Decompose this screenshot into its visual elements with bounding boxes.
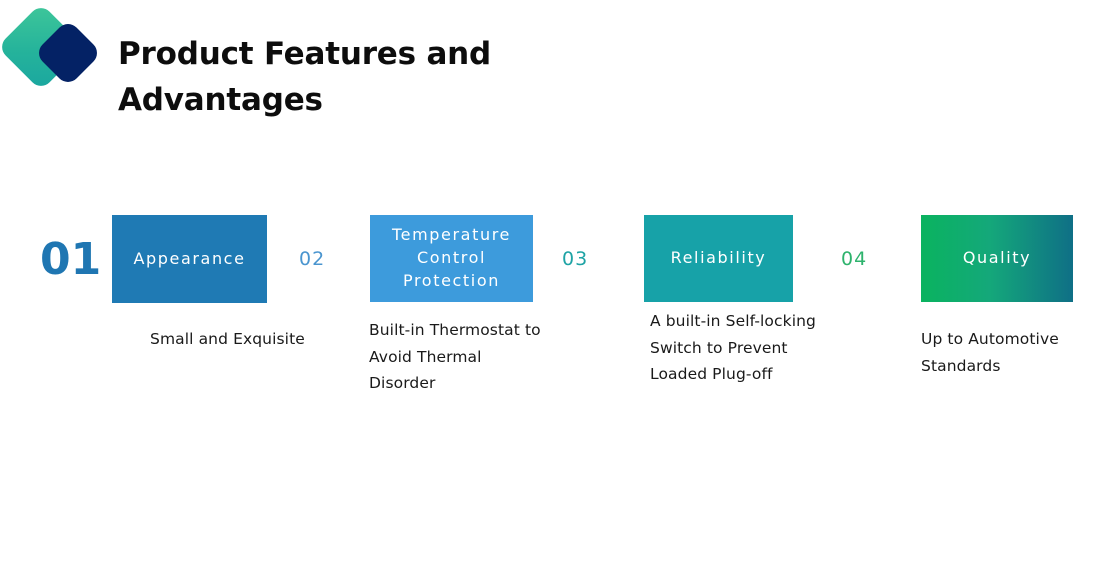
feature-number-04: 04 [841, 248, 868, 270]
feature-description-appearance: Small and Exquisite [150, 330, 305, 348]
feature-number-01: 01 [40, 234, 102, 285]
feature-card-label: Reliability [670, 248, 767, 268]
page-title: Product Features and Advantages [118, 36, 492, 118]
feature-card-label: Quality [962, 248, 1032, 268]
feature-card-quality[interactable]: Quality [921, 215, 1073, 302]
feature-number-03: 03 [562, 248, 589, 270]
feature-card-reliability[interactable]: Reliability [644, 215, 793, 302]
feature-card-label: Appearance [133, 248, 246, 268]
feature-card-temperature-control[interactable]: Temperature Control Protection [370, 215, 533, 302]
feature-description-temperature-control: Built-in Thermostat to Avoid Thermal Dis… [369, 321, 541, 393]
feature-number-02: 02 [299, 248, 326, 270]
slide-header: Product Features and Advantages [0, 0, 1114, 150]
feature-description-quality: Up to Automotive Standards [921, 330, 1059, 375]
feature-description-reliability: A built-in Self-locking Switch to Preven… [650, 312, 816, 384]
feature-card-appearance[interactable]: Appearance [112, 215, 267, 303]
feature-card-label: Temperature Control Protection [392, 225, 511, 290]
